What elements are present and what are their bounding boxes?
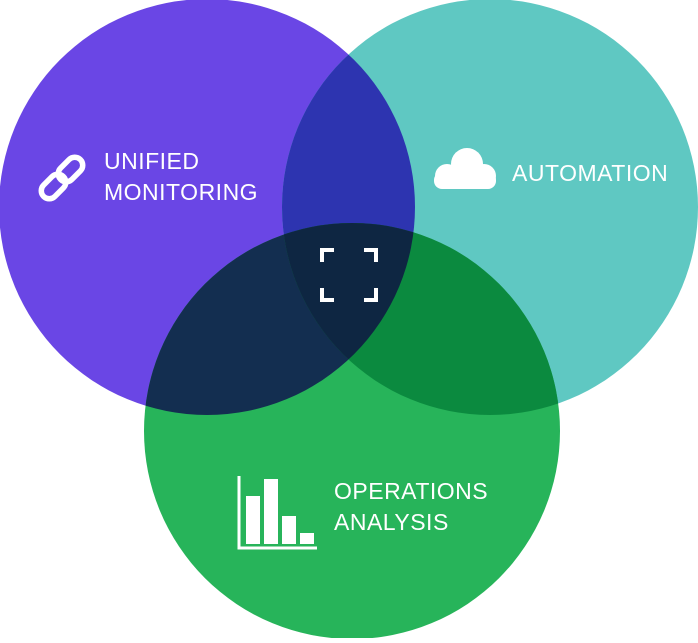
label-operations-analysis: OPERATIONS ANALYSIS: [334, 476, 488, 538]
overlap-monitoring-operations: [144, 223, 415, 415]
label-unified-monitoring-line1: UNIFIED: [104, 148, 200, 174]
label-automation: AUTOMATION: [512, 158, 668, 189]
overlap-automation-operations: [282, 223, 560, 415]
label-unified-monitoring-line2: MONITORING: [104, 179, 259, 205]
label-operations-analysis-line2: ANALYSIS: [334, 509, 449, 535]
label-unified-monitoring: UNIFIED MONITORING: [104, 146, 258, 208]
cloud-icon: [434, 148, 496, 189]
focus-frame-icon: [320, 248, 378, 302]
label-automation-line1: AUTOMATION: [512, 160, 669, 186]
link-icon: [38, 154, 86, 202]
label-operations-analysis-line1: OPERATIONS: [334, 478, 489, 504]
bar-chart-icon: [237, 476, 317, 550]
